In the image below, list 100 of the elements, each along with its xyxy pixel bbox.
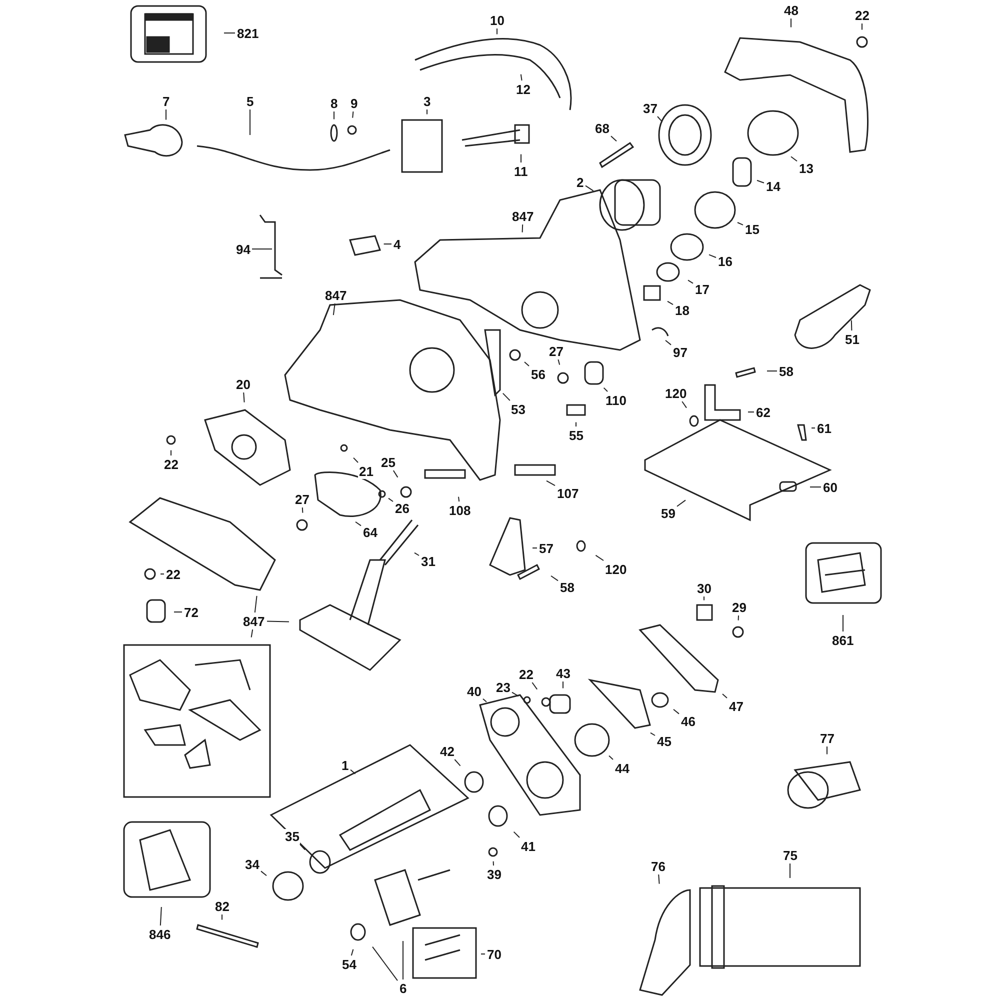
leader-line [657,116,662,122]
callout-number: 97 [672,344,688,360]
callout-number: 43 [555,666,572,680]
leader-line [492,860,494,866]
callout-number: 26 [394,500,410,516]
leader-line [842,614,844,632]
callout-number: 107 [556,486,580,500]
callout-number: 10 [489,12,506,28]
leader-line [826,746,828,755]
leader-line [610,136,617,142]
callout-number: 20 [235,376,252,392]
leader-line [608,755,614,760]
leader-line [302,507,304,514]
callout-number: 120 [604,562,628,576]
leader-line [266,620,290,622]
callout-number: 34 [244,856,260,872]
callout-number: 25 [380,454,396,470]
callout-number: 62 [755,404,772,420]
callout-number: 76 [650,858,666,874]
callout-number: 31 [420,554,436,568]
leader-line [667,300,674,306]
leader-line [676,500,686,507]
callout-number: 23 [495,680,512,694]
callout-number: 22 [854,8,870,22]
leader-line [513,831,520,838]
callout-number: 58 [559,580,576,594]
leader-line [658,874,660,884]
callout-number: 846 [148,926,172,942]
leader-line [224,32,236,34]
callout-number: 46 [680,714,696,728]
leader-line [496,28,498,35]
leader-line [260,870,267,876]
leader-line [350,769,356,774]
leader-line [353,457,358,463]
callout-number: 22 [518,666,534,682]
leader-line [520,74,522,81]
leader-line [388,498,394,502]
leader-line [458,496,460,502]
leader-line [546,480,556,486]
callout-number: 82 [214,898,230,914]
callout-number: 56 [530,366,546,382]
leader-line [665,340,672,346]
callout-number: 847 [242,614,266,628]
callout-number: 29 [731,600,748,614]
callout-number: 9 [350,96,359,110]
leader-line [482,698,487,702]
callout-number: 110 [604,392,628,408]
callout-number: 120 [664,386,688,400]
callout-number: 22 [165,566,182,582]
callout-number: 821 [236,26,260,40]
callout-number: 70 [486,946,502,962]
leader-line [603,387,608,392]
callout-number: 72 [183,604,200,620]
callout-number: 61 [816,420,832,436]
leader-line [756,180,764,184]
callout-number: 16 [717,254,734,268]
leader-line [650,732,656,736]
callout-number: 94 [235,242,252,256]
leader-line [850,320,852,331]
callout-number: 68 [594,120,610,136]
leader-line [243,392,245,403]
callout-number: 64 [362,524,378,540]
leader-line [688,280,694,284]
leader-line [524,362,530,366]
callout-number: 59 [660,506,676,520]
leader-line [810,486,822,488]
leader-line [722,694,728,698]
leader-line [708,254,716,258]
callout-number: 35 [284,828,300,844]
callout-number: 13 [798,160,814,176]
leader-line [300,844,306,850]
leader-line [250,629,254,638]
callout-number: 58 [778,364,794,378]
leader-line [372,946,398,982]
callout-number: 847 [324,288,348,302]
leader-line [738,615,739,621]
leader-line [562,681,564,689]
callout-number: 30 [696,580,712,596]
callout-number: 12 [515,82,532,96]
leader-line [502,392,510,401]
leader-line [585,185,594,192]
callout-number: 18 [674,302,690,318]
callout-number: 847 [511,208,535,224]
callout-number: 27 [548,344,564,358]
callout-number: 53 [510,402,526,416]
callout-number: 3 [422,94,432,108]
leader-line [790,18,792,28]
callout-number: 37 [642,100,658,116]
callout-number: 60 [822,480,838,494]
leader-line [790,156,798,162]
leader-line [252,248,272,250]
callout-number: 39 [486,866,502,882]
leader-line [558,359,560,366]
callout-number: 8 [330,96,339,110]
leader-line [160,906,162,926]
callout-number: 108 [448,502,472,518]
callout-number: 861 [831,632,855,648]
leader-line [532,682,538,690]
callout-number: 48 [783,2,800,18]
leader-line [402,940,404,980]
